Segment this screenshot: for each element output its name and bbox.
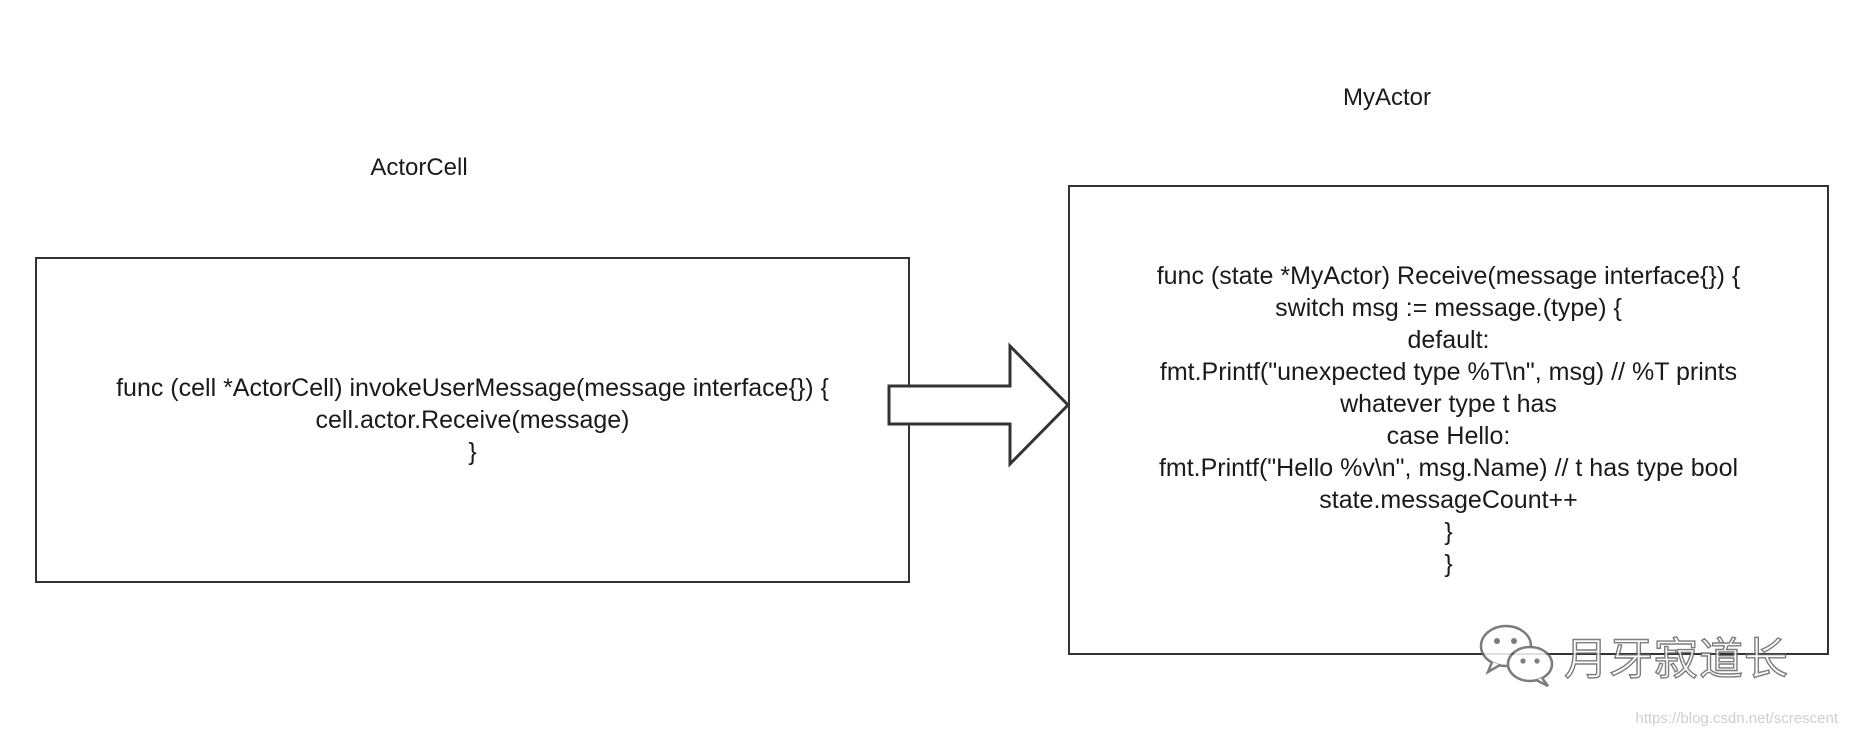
myactor-title: MyActor [1342, 84, 1432, 111]
code-line: func (state *MyActor) Receive(message in… [1156, 262, 1741, 290]
code-line: state.messageCount++ [1319, 486, 1578, 514]
code-line: fmt.Printf("Hello %v\n", msg.Name) // t … [1158, 454, 1739, 482]
code-line: } [468, 438, 477, 466]
code-line: } [1444, 550, 1453, 578]
actorcell-code: func (cell *ActorCell) invokeUserMessage… [116, 372, 829, 468]
source-url: https://blog.csdn.net/screscent [1635, 710, 1838, 727]
wechat-icon [1479, 624, 1554, 688]
code-line: } [1444, 518, 1453, 546]
code-line: whatever type t has [1340, 390, 1557, 418]
watermark: 月牙寂道长 [1478, 622, 1789, 688]
myactor-box: func (state *MyActor) Receive(message in… [1068, 185, 1829, 655]
code-line: switch msg := message.(type) { [1275, 294, 1622, 322]
code-line: case Hello: [1386, 422, 1511, 450]
code-line: fmt.Printf("unexpected type %T\n", msg) … [1159, 358, 1738, 386]
flow-arrow-icon [887, 342, 1071, 468]
code-line: default: [1407, 326, 1490, 354]
actorcell-title: ActorCell [370, 154, 468, 181]
watermark-text: 月牙寂道长 [1563, 633, 1789, 685]
code-line: cell.actor.Receive(message) [315, 406, 630, 434]
myactor-code: func (state *MyActor) Receive(message in… [1157, 260, 1741, 580]
actorcell-box: func (cell *ActorCell) invokeUserMessage… [35, 257, 910, 583]
code-line: func (cell *ActorCell) invokeUserMessage… [116, 374, 829, 402]
